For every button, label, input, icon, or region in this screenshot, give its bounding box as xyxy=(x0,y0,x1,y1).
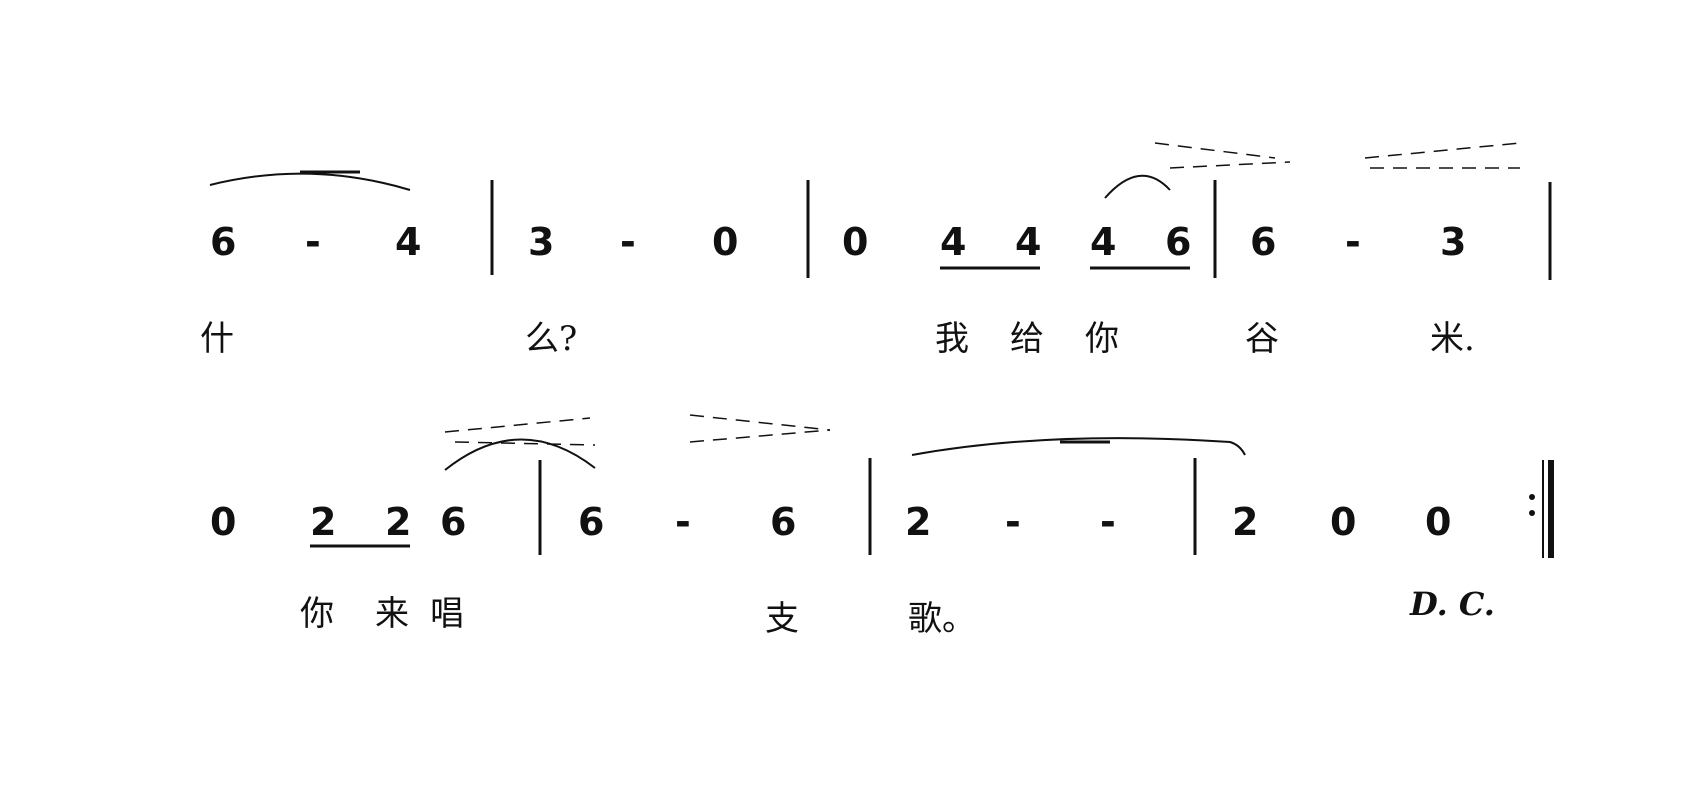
note-dash: - xyxy=(1100,500,1116,544)
note: 6 xyxy=(1165,220,1191,264)
note-dash: - xyxy=(1345,220,1361,264)
note: 4 xyxy=(1015,220,1041,264)
slur xyxy=(444,438,596,471)
slur xyxy=(1104,174,1171,199)
score-line-2: 0 2 2 6 6 - 6 2 - - 2 0 0 你 来 唱 支 歌。 D. … xyxy=(210,414,1554,639)
score-line-1: 6 - 4 3 - 0 0 4 4 4 6 6 - 3 什 么? 我 给 你 谷… xyxy=(200,142,1552,359)
slur xyxy=(911,437,1246,456)
note: 3 xyxy=(1440,220,1466,264)
repeat-dot xyxy=(1529,494,1535,500)
lyric: 谷 xyxy=(1245,319,1279,359)
slur xyxy=(209,172,411,191)
note: 4 xyxy=(940,220,966,264)
dashed-line xyxy=(689,429,831,443)
dashed-line xyxy=(444,417,591,433)
lyric: 什 xyxy=(200,319,234,359)
note-dash: - xyxy=(675,500,691,544)
note: 2 xyxy=(905,500,931,544)
dashed-line xyxy=(689,414,831,431)
note: 6 xyxy=(578,500,604,544)
note: 2 xyxy=(385,500,411,544)
note: 0 xyxy=(210,500,236,544)
repeat-dot xyxy=(1529,510,1535,516)
note: 4 xyxy=(1090,220,1116,264)
note-dash: - xyxy=(305,220,321,264)
dashed-line xyxy=(454,441,596,446)
lyric: 歌。 xyxy=(908,599,976,639)
dashed-line xyxy=(1169,161,1291,169)
lyric: 来 xyxy=(375,594,409,634)
lyric: 给 xyxy=(1010,319,1044,359)
note: 6 xyxy=(210,220,236,264)
da-capo-marking: D. C. xyxy=(1409,585,1495,623)
note: 0 xyxy=(842,220,868,264)
note: 3 xyxy=(528,220,554,264)
dashed-line xyxy=(1154,142,1276,159)
lyric: 你 xyxy=(300,594,334,634)
lyric: 么? xyxy=(525,319,577,359)
note: 0 xyxy=(1330,500,1356,544)
note: 2 xyxy=(310,500,336,544)
lyric: 我 xyxy=(935,319,969,359)
note-dash: - xyxy=(1005,500,1021,544)
note-dash: - xyxy=(620,220,636,264)
dashed-line xyxy=(1364,142,1521,159)
note: 0 xyxy=(712,220,738,264)
note: 2 xyxy=(1232,500,1258,544)
note: 6 xyxy=(440,500,466,544)
note: 6 xyxy=(1250,220,1276,264)
lyric: 支 xyxy=(765,599,799,639)
lyric: 唱 xyxy=(430,594,464,634)
note: 0 xyxy=(1425,500,1451,544)
note: 4 xyxy=(395,220,421,264)
lyric: 米. xyxy=(1430,319,1475,359)
note: 6 xyxy=(770,500,796,544)
lyric: 你 xyxy=(1085,319,1119,359)
